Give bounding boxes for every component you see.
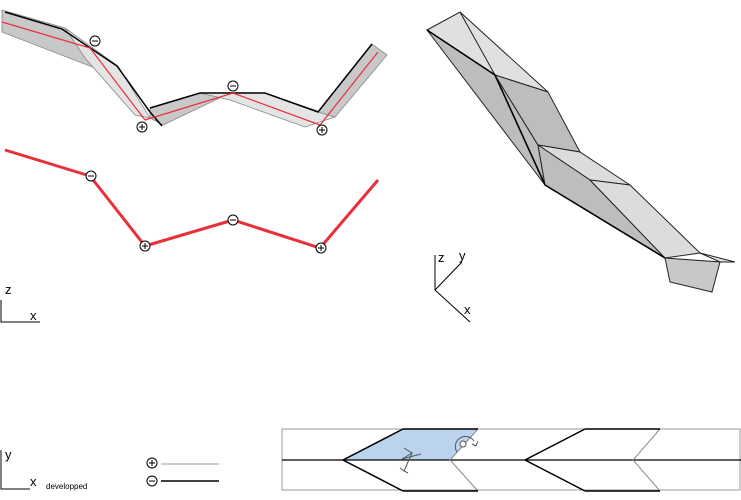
- axis-label-z: z: [438, 250, 445, 265]
- developed-note: developped: [46, 482, 87, 491]
- axis-label-y: y: [459, 248, 466, 263]
- sign-markers-top: [89, 35, 328, 136]
- axis-label-x: x: [464, 302, 471, 317]
- axis-label-y: y: [5, 447, 12, 462]
- axes-yx-developed: y x developped: [0, 447, 87, 491]
- folded-strip-isometric: [426, 11, 736, 293]
- axis-label-z: z: [5, 282, 12, 297]
- folded-strip-side-view: [1, 9, 388, 128]
- move-cross-icon: [399, 447, 422, 474]
- crease-centerline: [1, 21, 379, 126]
- highlighted-panel: [343, 429, 478, 460]
- fold-profile: [4, 148, 380, 254]
- legend: [146, 457, 219, 487]
- axes-zx: z x: [0, 282, 40, 323]
- axis-label-x: x: [30, 474, 37, 489]
- axes-xyz: z y x: [434, 248, 471, 323]
- axis-label-x: x: [30, 308, 37, 323]
- crease-pattern: [281, 428, 741, 492]
- rotate-icon: [454, 435, 479, 453]
